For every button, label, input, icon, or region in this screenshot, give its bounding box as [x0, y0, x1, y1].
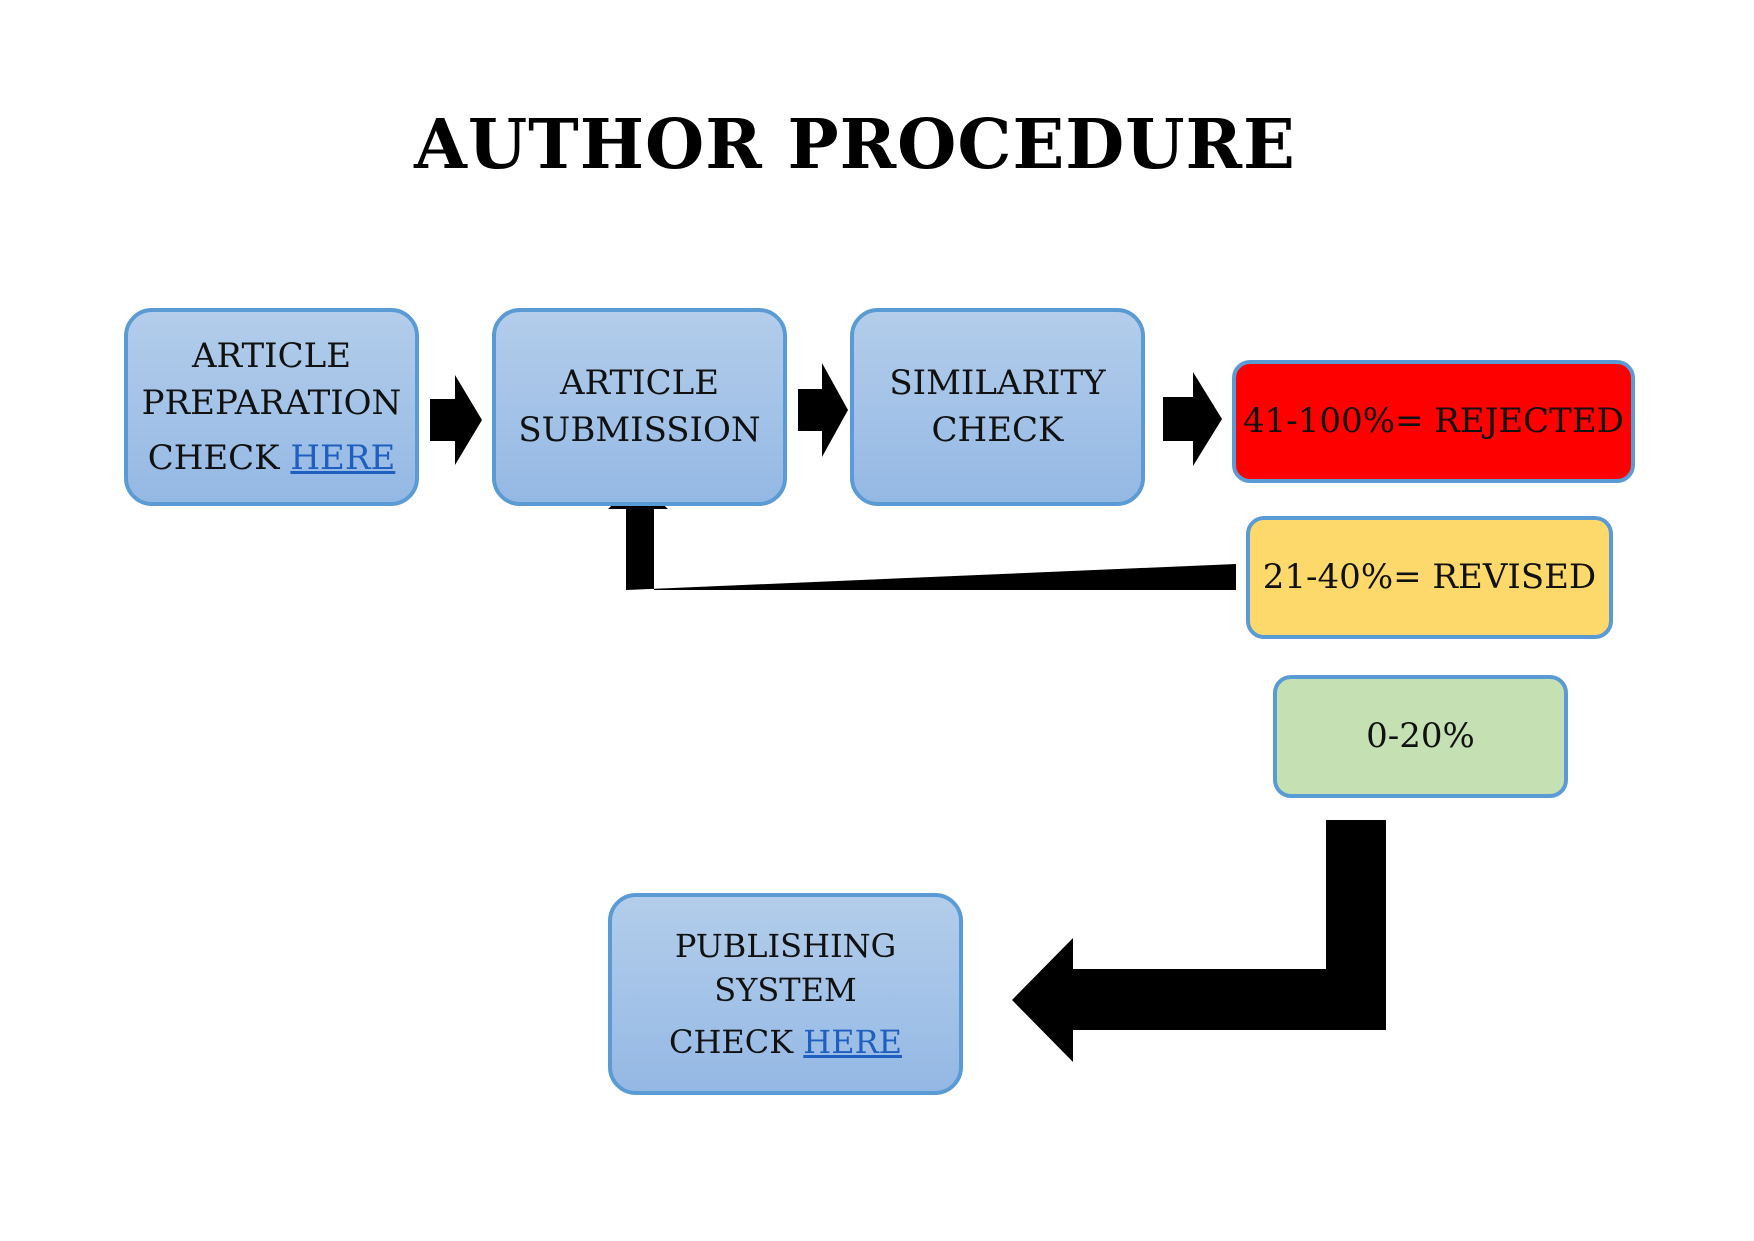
publishing-label-line2: SYSTEM	[714, 971, 857, 1009]
preparation-label-line1: ARTICLE	[191, 335, 352, 376]
arrow-submission-to-similarity	[798, 363, 848, 457]
accepted-label: 0-20%	[1366, 716, 1475, 756]
similarity-check-box: SIMILARITY CHECK	[850, 308, 1145, 506]
article-preparation-box: ARTICLE PREPARATION CHECK HERE	[124, 308, 419, 506]
arrow-preparation-to-submission	[430, 375, 482, 465]
publishing-system-box: PUBLISHING SYSTEM CHECK HERE	[608, 893, 963, 1095]
page-title: AUTHOR PROCEDURE	[414, 105, 1296, 185]
revised-label: 21-40%= REVISED	[1262, 557, 1597, 597]
publishing-label-line1: PUBLISHING	[674, 927, 897, 965]
arrow-revised-to-submission	[608, 481, 1236, 590]
preparation-label-line2: PREPARATION	[141, 382, 402, 423]
article-submission-box: ARTICLE SUBMISSION	[492, 308, 787, 506]
revised-outcome-box: 21-40%= REVISED	[1246, 516, 1613, 639]
arrow-similarity-to-rejected	[1163, 372, 1222, 466]
publishing-here-link[interactable]: HERE	[803, 1023, 903, 1061]
similarity-label-line1: SIMILARITY	[889, 363, 1106, 403]
rejected-label: 41-100%= REJECTED	[1243, 401, 1624, 441]
preparation-here-link[interactable]: HERE	[290, 437, 396, 478]
submission-label-line2: SUBMISSION	[518, 410, 761, 450]
accepted-outcome-box: 0-20%	[1273, 675, 1568, 798]
submission-label-line1: ARTICLE	[559, 363, 720, 403]
publishing-check-label: CHECK	[668, 1023, 794, 1061]
rejected-outcome-box: 41-100%= REJECTED	[1232, 360, 1635, 483]
similarity-label-line2: CHECK	[931, 410, 1064, 450]
arrow-accepted-to-publishing	[1012, 820, 1386, 1062]
preparation-check-label: CHECK	[147, 437, 280, 478]
preparation-check-line: CHECK HERE	[148, 435, 396, 482]
publishing-check-line: CHECK HERE	[669, 1020, 902, 1064]
